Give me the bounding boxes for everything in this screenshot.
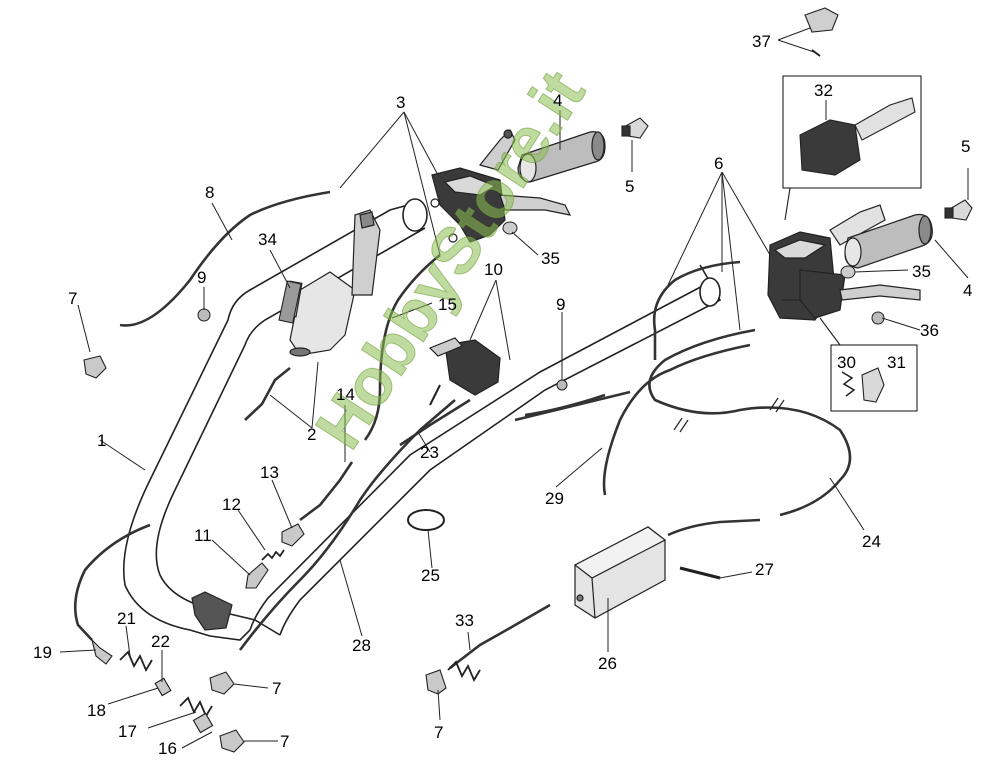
callout-22: 22 [151, 632, 170, 651]
callout-15: 15 [438, 295, 457, 314]
screw-27 [679, 566, 721, 580]
part-9-center [556, 379, 568, 391]
callout-17: 17 [118, 722, 137, 741]
right-grip [844, 213, 933, 269]
callout-19: 19 [33, 643, 52, 662]
callout-13: 13 [260, 463, 279, 482]
callout-2: 2 [307, 425, 317, 444]
nut-36 [871, 311, 885, 325]
handlebar-frame [122, 198, 722, 641]
callout-25: 25 [421, 566, 440, 585]
callout-23: 23 [420, 443, 439, 462]
callout-33: 33 [455, 611, 474, 630]
callout-14: 14 [336, 385, 355, 404]
callout-9-center: 9 [556, 295, 566, 314]
callout-35-left: 35 [541, 249, 560, 268]
callout-24: 24 [862, 532, 881, 551]
callout-12: 12 [222, 495, 241, 514]
callout-36: 36 [920, 321, 939, 340]
callout-4-right: 4 [963, 281, 973, 300]
callout-29: 29 [545, 489, 564, 508]
callout-7-mid: 7 [272, 679, 282, 698]
left-grip [517, 131, 606, 183]
callout-27: 27 [755, 560, 774, 579]
left-lever-block [430, 128, 572, 243]
center-lever-10 [428, 337, 501, 406]
callout-7-bottom-left: 7 [280, 732, 290, 751]
bar-end-bolt-right [944, 199, 973, 221]
mount-bracket [191, 591, 233, 631]
callout-37: 37 [752, 32, 771, 51]
callout-21: 21 [117, 609, 136, 628]
callout-28: 28 [352, 636, 371, 655]
callout-9-left: 9 [197, 268, 207, 287]
callout-5-left: 5 [625, 177, 635, 196]
callout-31: 31 [887, 353, 906, 372]
callout-35-right: 35 [912, 262, 931, 281]
bar-end-bolt-left [621, 117, 649, 139]
control-box-26 [573, 526, 667, 619]
part-37-clip [804, 7, 839, 57]
hardware [83, 280, 481, 753]
right-lever-block [767, 204, 921, 321]
inset-box-30-31 [819, 317, 918, 412]
callout-10: 10 [484, 260, 503, 279]
callout-26: 26 [598, 654, 617, 673]
callout-11: 11 [194, 526, 212, 545]
inset-box-32 [782, 75, 922, 221]
callout-7-bottom-center: 7 [434, 723, 444, 742]
callout-34: 34 [258, 230, 277, 249]
callout-32: 32 [814, 81, 833, 100]
part-9-left [197, 308, 211, 322]
callout-4-left: 4 [553, 91, 563, 110]
washer-35-right [840, 265, 856, 279]
callout-7-top-left: 7 [68, 289, 78, 308]
washer-35-left [502, 221, 518, 235]
leader-lines [59, 27, 969, 749]
callout-8: 8 [205, 183, 215, 202]
callout-6: 6 [714, 154, 724, 173]
callout-16: 16 [158, 739, 177, 758]
callout-5-right: 5 [961, 137, 971, 156]
cables [73, 190, 852, 670]
callout-30: 30 [837, 353, 856, 372]
callout-3: 3 [396, 93, 406, 112]
callout-1: 1 [97, 431, 107, 450]
cable-break-marks [673, 397, 785, 433]
callout-18: 18 [87, 701, 106, 720]
